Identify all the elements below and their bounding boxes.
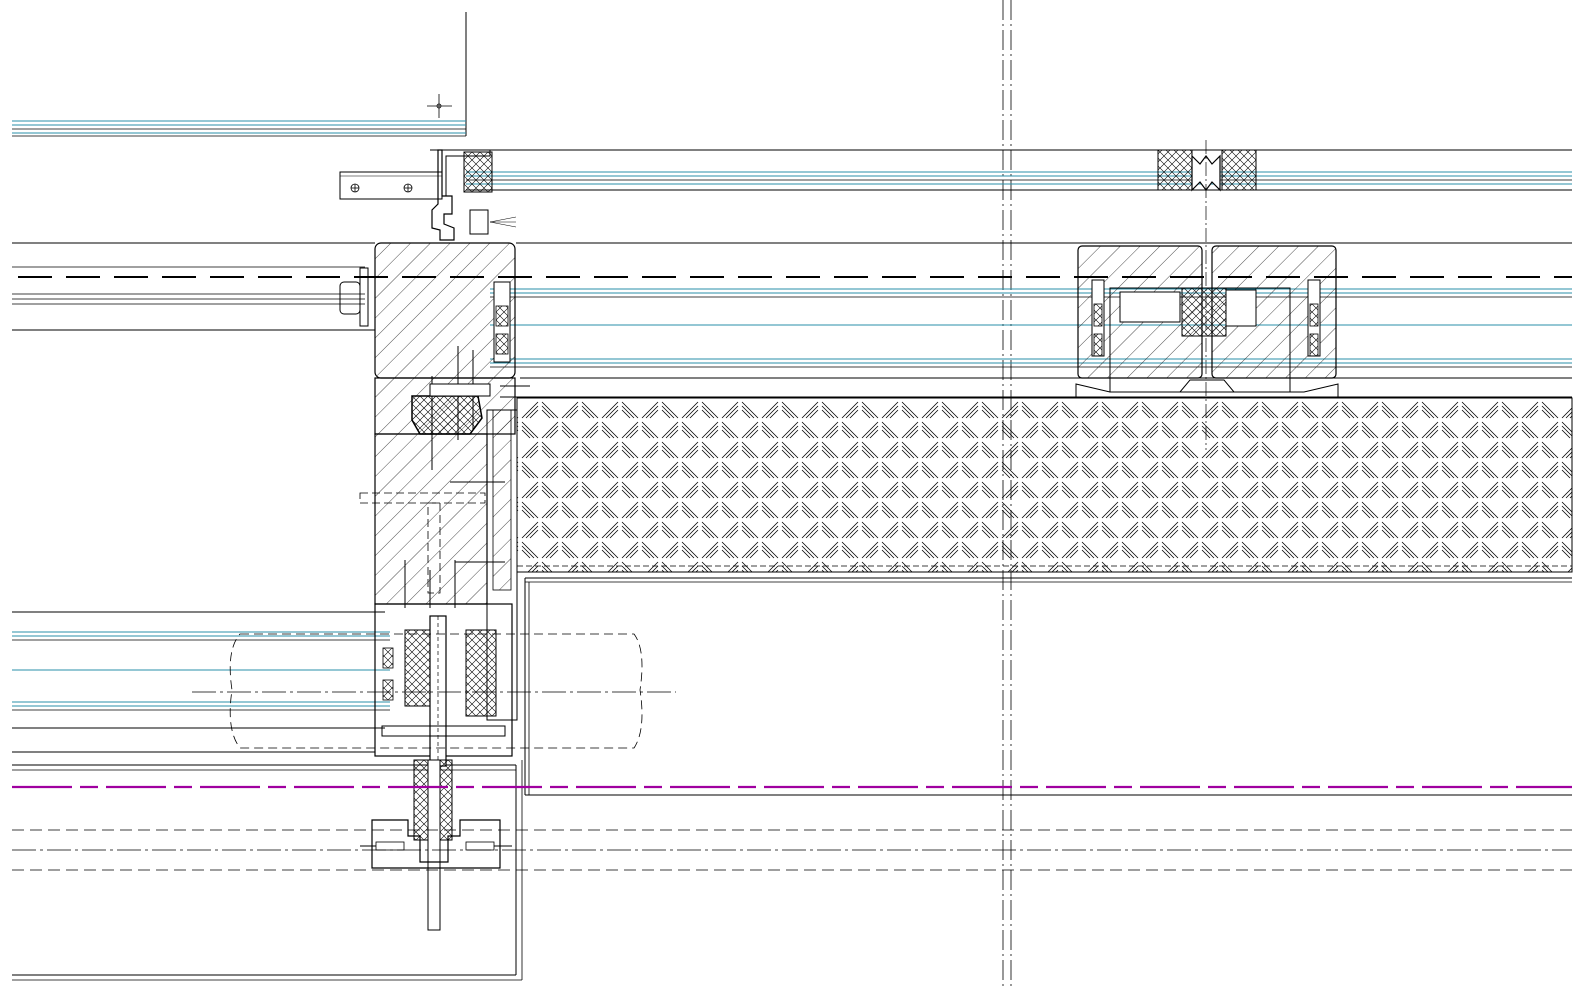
upper-left-glazing	[12, 12, 467, 137]
lower-reference-lines	[12, 829, 1572, 871]
right-mullion	[1075, 245, 1339, 399]
insulation-zone	[516, 397, 1573, 795]
right-glazing-band	[490, 242, 1572, 398]
timber-post	[359, 242, 530, 721]
left-frame-band	[12, 242, 375, 331]
roof-glazing-band	[430, 149, 1572, 191]
bolt-icon	[403, 183, 413, 193]
top-joint-gasket	[1157, 140, 1257, 450]
lower-frame-assembly	[192, 603, 676, 931]
mounting-bracket	[339, 149, 517, 241]
bolt-icon	[350, 183, 360, 193]
crosshair-marker	[427, 94, 452, 118]
